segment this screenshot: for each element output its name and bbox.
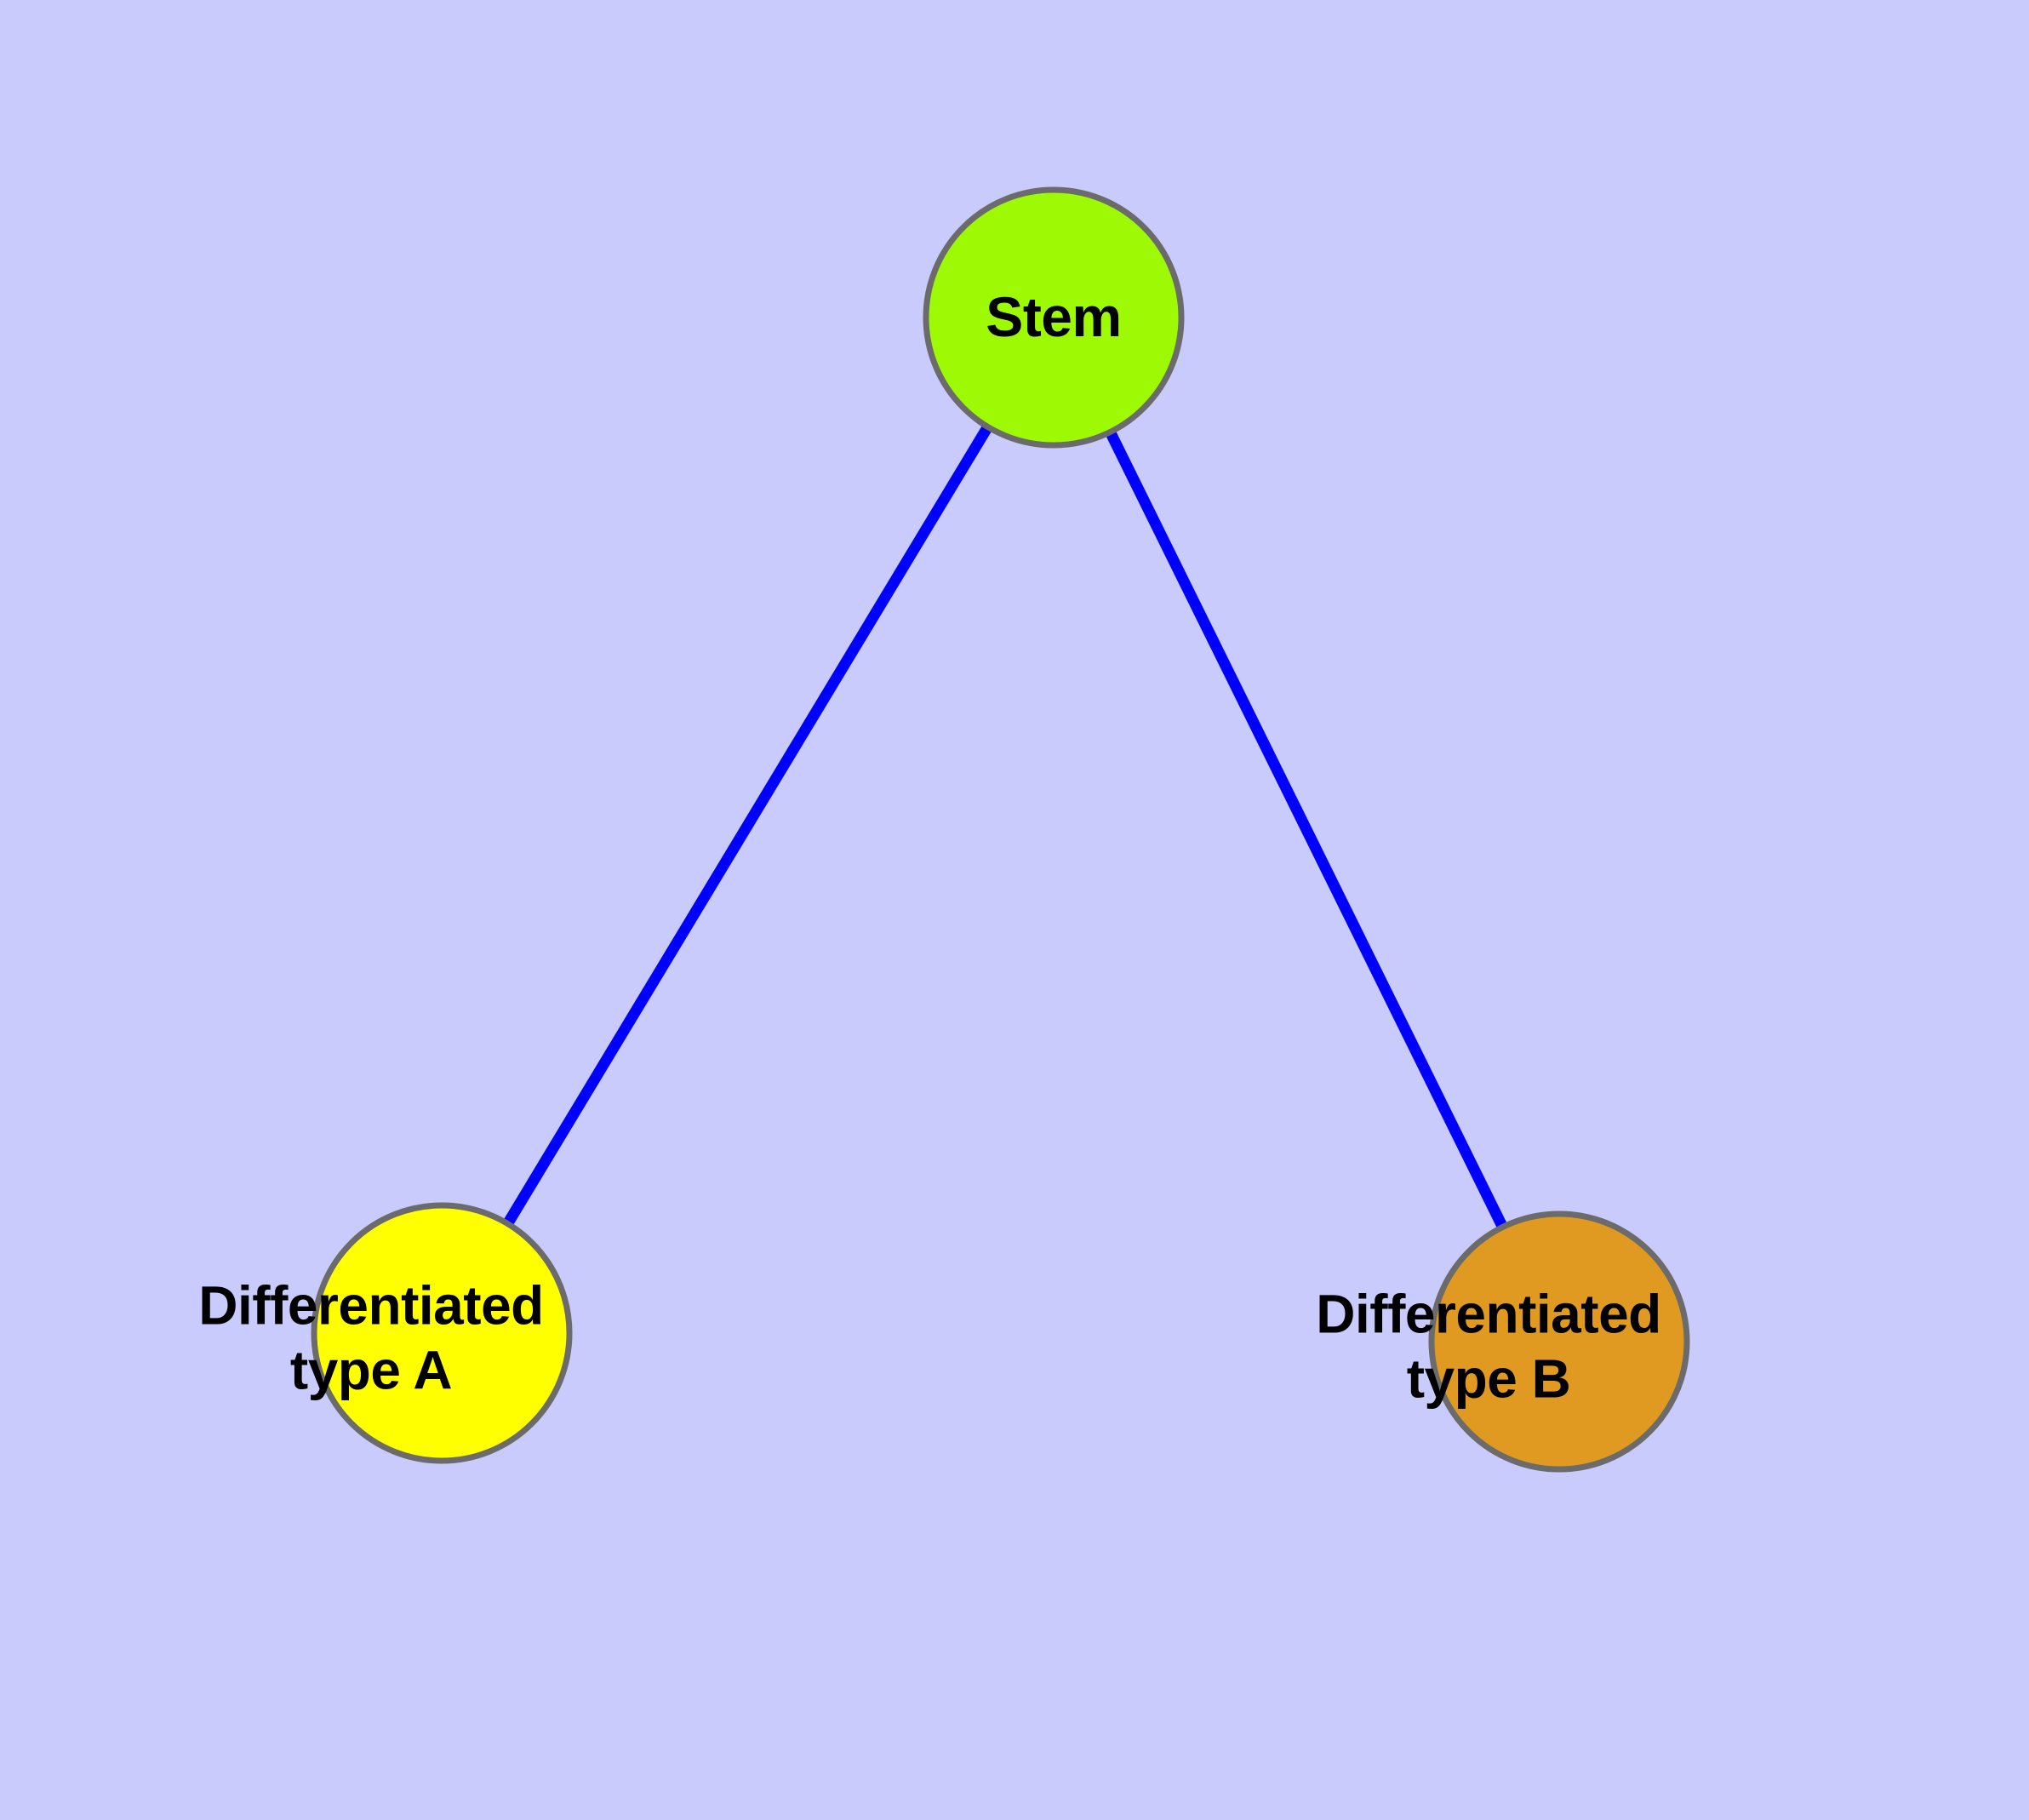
node-layer — [311, 186, 1690, 1473]
node-type-b[interactable] — [1428, 1210, 1690, 1473]
edge-layer — [437, 314, 1564, 1344]
node-type-a[interactable] — [311, 1202, 573, 1464]
node-stem[interactable] — [923, 186, 1185, 449]
edge-stem-to-type-a — [437, 314, 1059, 1336]
edge-stem-to-type-b — [1049, 315, 1564, 1344]
